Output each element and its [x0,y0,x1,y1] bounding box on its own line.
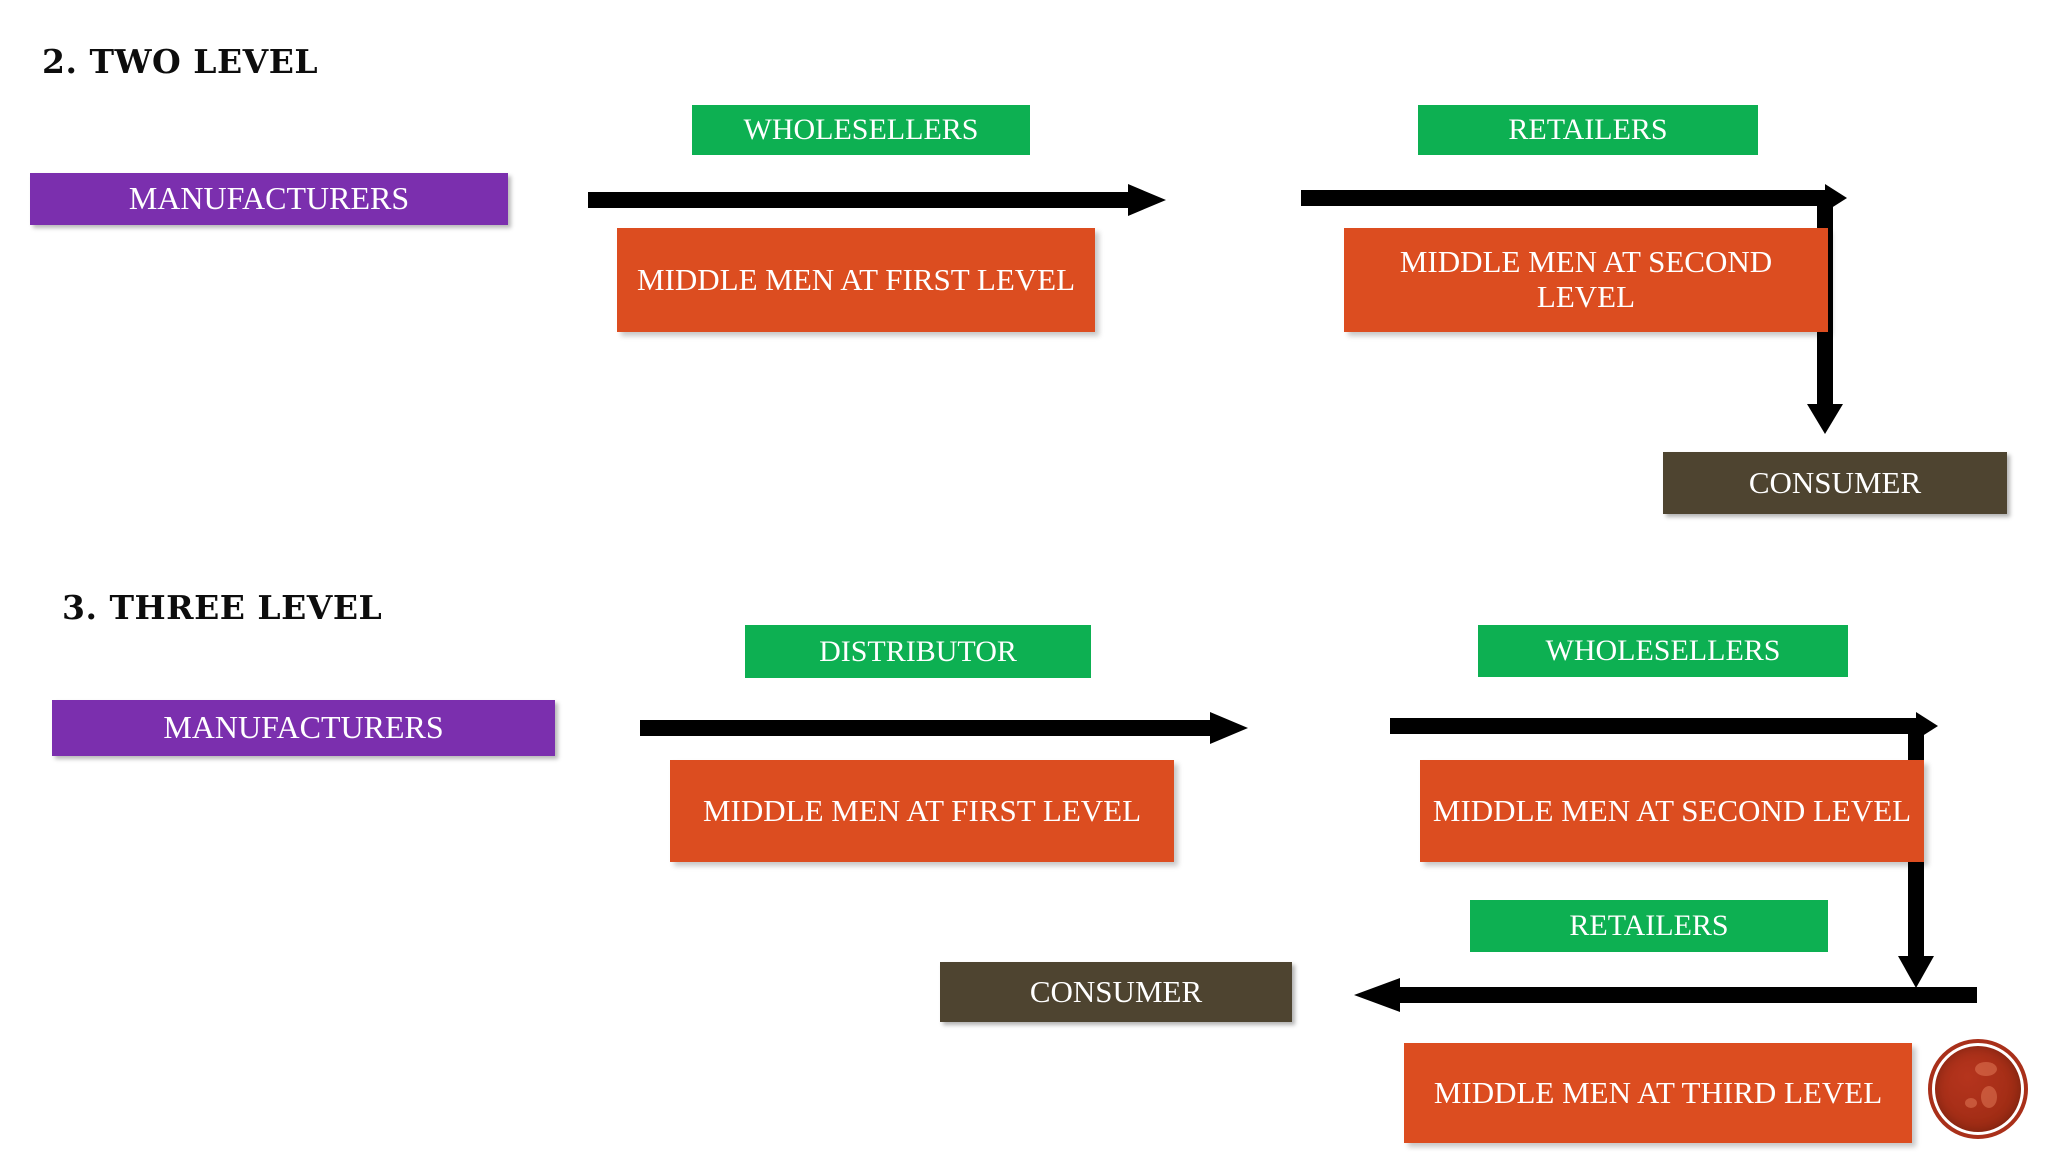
arrow-manufacturers-to-distributor-three-level [640,710,1250,746]
node-middlemen-first-level-three-level: MIDDLE MEN AT FIRST LEVEL [670,760,1174,862]
node-manufacturers-two-level: MANUFACTURERS [30,173,508,225]
node-retailers-three-level: RETAILERS [1470,900,1828,952]
node-distributor-three-level: DISTRIBUTOR [745,625,1091,678]
node-middlemen-second-level-two-level: MIDDLE MEN AT SECOND LEVEL [1344,228,1828,332]
section-heading-three-level: 3. THREE LEVEL [62,588,383,627]
node-middlemen-third-level-three-level: MIDDLE MEN AT THIRD LEVEL [1404,1043,1912,1143]
arrow-retailers-to-consumer-three-level [1352,976,1977,1014]
node-middlemen-first-level-two-level: MIDDLE MEN AT FIRST LEVEL [617,228,1095,332]
node-consumer-two-level: CONSUMER [1663,452,2007,514]
node-manufacturers-three-level: MANUFACTURERS [52,700,555,756]
node-consumer-three-level: CONSUMER [940,962,1292,1022]
arrow-manufacturers-to-wholesellers-two-level [588,182,1168,218]
section-heading-two-level: 2. TWO LEVEL [42,42,319,81]
node-middlemen-second-level-three-level: MIDDLE MEN AT SECOND LEVEL [1420,760,1924,862]
node-wholesellers-two-level: WHOLESELLERS [692,105,1030,155]
node-retailers-two-level: RETAILERS [1418,105,1758,155]
seal-stamp-watermark [1928,1039,2028,1139]
node-wholesellers-three-level: WHOLESELLERS [1478,625,1848,677]
